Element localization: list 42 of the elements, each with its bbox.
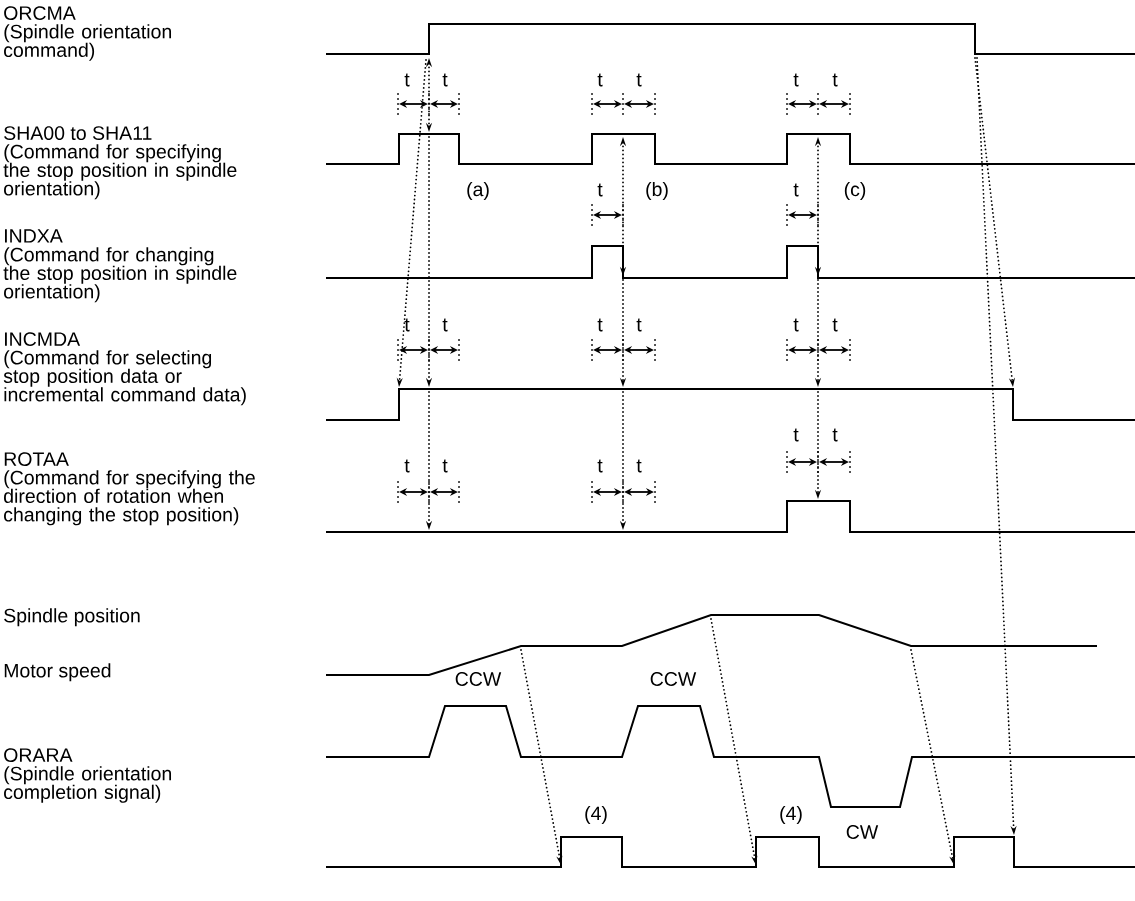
time-label: t [793, 318, 799, 332]
signal-description: (Command for selecting stop position data or incremental command data) [3, 350, 246, 406]
direction-label: CCW [650, 672, 697, 686]
signal-description: (Spindle orientation command) [4, 24, 171, 61]
direction-label: CCW [455, 672, 502, 686]
signal-name: ROTAA [4, 452, 69, 466]
time-label: t [404, 73, 410, 87]
time-label: t [793, 183, 799, 197]
pulse-label: (4) [780, 805, 802, 825]
time-label: t [442, 459, 448, 473]
time-label: t [597, 73, 603, 87]
signal-name: Motor speed [4, 663, 111, 682]
pulse-label: (a) [467, 181, 489, 201]
time-label: t [832, 73, 838, 87]
time-label: t [597, 318, 603, 332]
time-label: t [442, 318, 448, 332]
signal-name: INDXA [5, 229, 63, 243]
time-label: t [597, 459, 603, 473]
signal-description: (Spindle orientation completion signal) [4, 766, 171, 803]
time-label: t [597, 183, 603, 197]
signal-description: (Command for specifying the direction of rotation when changing the stop position) [4, 470, 255, 526]
time-label: t [636, 73, 642, 87]
time-label: t [404, 459, 410, 473]
time-label: t [832, 428, 838, 442]
time-label: t [793, 73, 799, 87]
signal-name: INCMDA [5, 332, 81, 346]
pulse-label: (c) [844, 181, 866, 201]
time-label: t [636, 459, 642, 473]
pulse-label: (4) [585, 805, 607, 825]
time-label: t [404, 318, 410, 332]
signal-name: ORCMA [4, 6, 76, 20]
time-label: t [636, 318, 642, 332]
signal-name: Spindle position [4, 608, 140, 627]
time-label: t [793, 428, 799, 442]
signal-name: SHA00 to SHA11 [4, 126, 152, 140]
signal-name: ORARA [4, 748, 73, 762]
signal-description: (Command for changing the stop position in spindle orientation) [3, 247, 237, 303]
time-label: t [832, 318, 838, 332]
time-label: t [442, 73, 448, 87]
signal-description: (Command for specifying the stop position in spindle orientation) [3, 144, 237, 200]
pulse-label: (b) [646, 181, 668, 201]
direction-label: CW [846, 825, 879, 839]
